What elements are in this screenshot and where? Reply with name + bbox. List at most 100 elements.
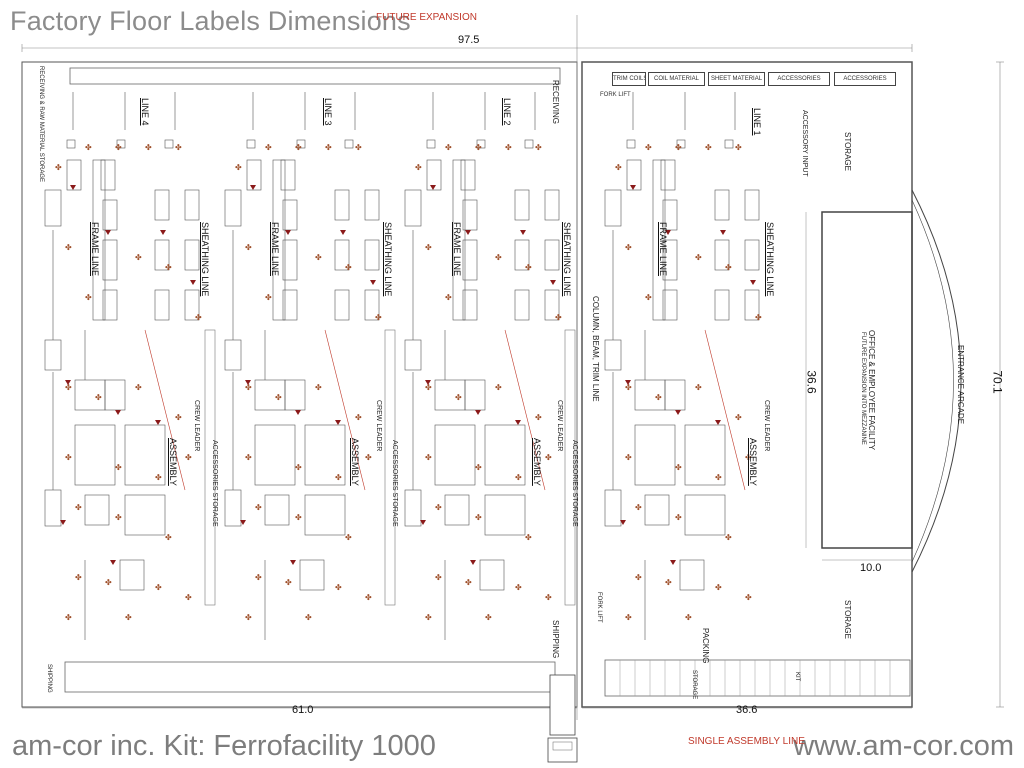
- line3-flow-indicator: [240, 520, 246, 525]
- line2-coil-spool-3: [524, 139, 534, 149]
- packing-label: PACKING: [701, 628, 710, 664]
- line1-sorting-box-3: [714, 289, 730, 321]
- line3-sorting-box-4: [364, 289, 380, 321]
- line1-workstation-marker: ✤: [645, 293, 652, 302]
- line3-flow-indicator: [285, 230, 291, 235]
- line3-workstation-marker: ✤: [335, 473, 342, 482]
- line3-workstation-marker: ✤: [335, 583, 342, 592]
- line4-sorting-box-2: [44, 339, 62, 371]
- receiving-label: RECEIVING: [551, 80, 560, 125]
- line3-flow-indicator: [245, 380, 251, 385]
- line1-workstation-marker: ✤: [695, 253, 702, 262]
- line2-workstation-marker: ✤: [515, 473, 522, 482]
- footer-website-link[interactable]: www.am-cor.com: [793, 730, 1014, 762]
- line4-decoiler-box: [100, 159, 116, 191]
- line-4-assembly-label: ASSEMBLY: [168, 438, 178, 486]
- line2-workstation-marker: ✤: [515, 583, 522, 592]
- line1-workstation-marker: ✤: [745, 593, 752, 602]
- footer-kit-label: am-cor inc. Kit: Ferrofacility 1000: [12, 730, 436, 762]
- line2-workstation-marker: ✤: [445, 293, 452, 302]
- line4-shear-box: [66, 159, 82, 191]
- line1-sheath-shear-2: [744, 189, 760, 221]
- line2-flow-indicator: [420, 520, 426, 525]
- line1-sorting-box-2: [604, 339, 622, 371]
- line1-auto-sheathing-table: [684, 494, 726, 536]
- line4-opening-frame-table: [74, 424, 116, 486]
- line2-sorting-box-6: [404, 489, 422, 527]
- line4-workstation-marker: ✤: [115, 463, 122, 472]
- entrance-arcade-label: ENTRANCE ARCADE: [956, 345, 965, 425]
- line2-flow-indicator: [470, 560, 476, 565]
- line1-flow-indicator: [715, 420, 721, 425]
- line3-workstation-marker: ✤: [295, 513, 302, 522]
- line-3-accessories-storage: ACCESSORIES STORAGE: [391, 440, 398, 527]
- line2-flow-line: [504, 329, 546, 491]
- line3-workstation-marker: ✤: [255, 503, 262, 512]
- line3-workstation-marker: ✤: [315, 253, 322, 262]
- line1-workstation-marker: ✤: [625, 453, 632, 462]
- line3-workstation-marker: ✤: [375, 313, 382, 322]
- line1-break-box: [714, 239, 730, 271]
- line4-workstation-marker: ✤: [95, 393, 102, 402]
- storage-small-label: STORAGE: [691, 670, 697, 700]
- line2-coil-spool: [426, 139, 436, 149]
- line4-flow-indicator: [60, 520, 66, 525]
- line-1-frame-label: FRAME LINE: [658, 222, 668, 277]
- line2-workstation-marker: ✤: [465, 578, 472, 587]
- line4-auto-sheathing-table: [124, 494, 166, 536]
- line3-auto-wall-panel: [304, 424, 346, 486]
- future-expansion-label: FUTURE EXPANSION: [376, 12, 477, 23]
- header-box-accessories: ACCESSORIES: [768, 72, 830, 86]
- line1-workstation-marker: ✤: [675, 143, 682, 152]
- line3-workstation-marker: ✤: [235, 163, 242, 172]
- line-2-sheathing-label: SHEATHING LINE: [562, 222, 572, 297]
- line2-workstation-marker: ✤: [535, 143, 542, 152]
- line2-sorting-box-4: [544, 289, 560, 321]
- line3-punch-box: [282, 239, 298, 281]
- line3-workstation-marker: ✤: [245, 243, 252, 252]
- line1-workstation-marker: ✤: [635, 573, 642, 582]
- line3-break-box-2: [364, 239, 380, 271]
- line1-workstation-marker: ✤: [735, 413, 742, 422]
- line1-coil-spool-2: [676, 139, 686, 149]
- line3-workstation-marker: ✤: [285, 578, 292, 587]
- line4-workstation-marker: ✤: [65, 613, 72, 622]
- line1-flow-indicator: [750, 280, 756, 285]
- line1-decoiler-box: [660, 159, 676, 191]
- line1-flow-indicator: [670, 560, 676, 565]
- line4-punch-box: [102, 239, 118, 281]
- line4-workstation-marker: ✤: [65, 453, 72, 462]
- line3-workstation-marker: ✤: [295, 143, 302, 152]
- line3-break-box: [334, 239, 350, 271]
- dimension-bottom-right: 36.6: [736, 704, 758, 716]
- line4-workstation-marker: ✤: [135, 383, 142, 392]
- line2-workstation-marker: ✤: [425, 613, 432, 622]
- line-2-assembly-label: ASSEMBLY: [532, 438, 542, 486]
- line1-flow-indicator: [665, 230, 671, 235]
- line2-workstation-marker: ✤: [415, 163, 422, 172]
- line4-workstation-marker: ✤: [75, 573, 82, 582]
- line3-workstation-marker: ✤: [245, 453, 252, 462]
- line-2-crew-leader: CREW LEADER: [556, 400, 563, 452]
- office-sub-label: FUTURE EXPANSION INTO MEZZANINE: [860, 332, 866, 445]
- line4-sorting-box: [44, 189, 62, 227]
- line2-workstation-marker: ✤: [525, 533, 532, 542]
- storage-bottom-label: STORAGE: [843, 600, 852, 639]
- line1-workstation-marker: ✤: [665, 578, 672, 587]
- line1-workstation-marker: ✤: [625, 243, 632, 252]
- line-4-sheathing-label: SHEATHING LINE: [200, 222, 210, 297]
- line2-workstation-marker: ✤: [545, 593, 552, 602]
- line1-flow-indicator: [720, 230, 726, 235]
- line4-sorting-box-3: [154, 289, 170, 321]
- line3-workstation-marker: ✤: [355, 143, 362, 152]
- line1-stud-perforator: [664, 379, 686, 411]
- line1-opening-frame-table: [634, 424, 676, 486]
- diagram-title: Factory Floor Labels Dimensions: [10, 6, 411, 36]
- line2-sorting-box-7: [444, 494, 470, 526]
- line-3-assembly-label: ASSEMBLY: [350, 438, 360, 486]
- line4-workstation-marker: ✤: [195, 313, 202, 322]
- line4-sorting-box-4: [184, 289, 200, 321]
- line3-sorting-box: [224, 189, 242, 227]
- line3-workstation-marker: ✤: [275, 393, 282, 402]
